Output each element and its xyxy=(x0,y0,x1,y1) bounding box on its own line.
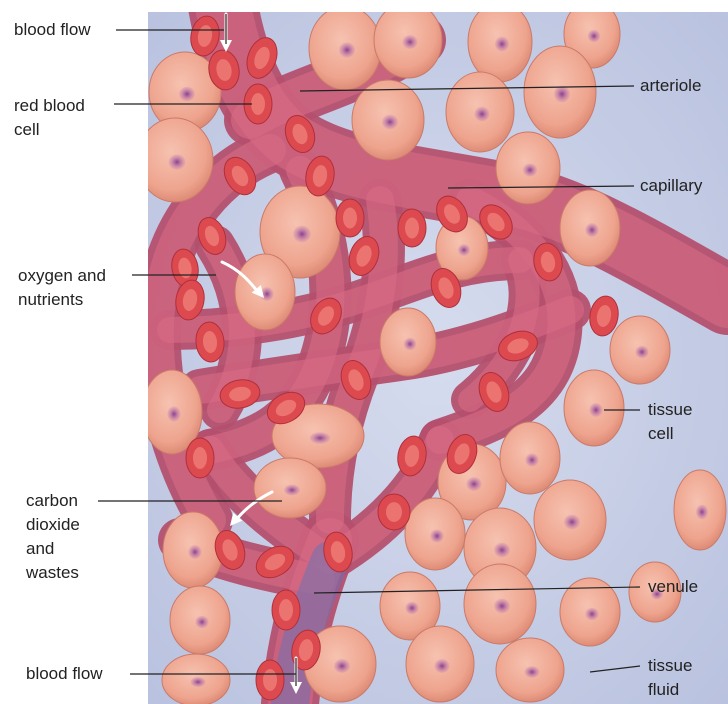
nucleus xyxy=(430,530,443,543)
tissue-cell xyxy=(254,458,326,518)
nucleus xyxy=(585,223,598,237)
nucleus xyxy=(589,403,602,417)
nucleus xyxy=(525,666,540,678)
nucleus xyxy=(523,164,537,177)
tissue-cell xyxy=(309,6,381,90)
tissue-cell xyxy=(374,2,442,78)
label-red-blood-cell: red blood cell xyxy=(14,94,85,142)
nucleus xyxy=(467,477,482,491)
tissue-cell xyxy=(610,316,670,384)
tissue-cell xyxy=(446,72,514,152)
nucleus xyxy=(167,406,180,421)
red-blood-cell xyxy=(398,209,426,247)
red-blood-cell xyxy=(272,590,300,630)
tissue-cell xyxy=(163,512,223,588)
nucleus xyxy=(696,505,708,519)
tissue-cell xyxy=(564,370,624,446)
nucleus xyxy=(284,485,300,496)
nucleus xyxy=(293,226,311,243)
nucleus xyxy=(564,515,580,529)
tissue-cell xyxy=(137,118,213,202)
tissue-cell xyxy=(560,190,620,266)
nucleus xyxy=(635,346,648,358)
nucleus xyxy=(195,616,208,628)
nucleus xyxy=(458,244,470,256)
label-tissue-fluid: tissue fluid xyxy=(648,654,692,702)
nucleus xyxy=(494,599,510,613)
nucleus xyxy=(310,432,330,444)
nucleus xyxy=(191,677,206,687)
nucleus xyxy=(404,338,416,350)
tissue-cell xyxy=(380,308,436,376)
nucleus xyxy=(403,35,418,49)
nucleus xyxy=(525,454,538,467)
nucleus xyxy=(435,659,450,673)
tissue-cell xyxy=(524,46,596,138)
red-blood-cell xyxy=(336,199,364,237)
nucleus xyxy=(382,115,398,129)
tissue-cell xyxy=(496,132,560,204)
label-venule: venule xyxy=(648,575,698,599)
tissue-cell xyxy=(464,564,536,644)
tissue-cell xyxy=(352,80,424,160)
label-blood-flow-top: blood flow xyxy=(14,18,91,42)
tissue-cell xyxy=(496,638,564,702)
tissue-cell xyxy=(170,586,230,654)
tissue-cell xyxy=(468,2,532,82)
label-tissue-cell: tissue cell xyxy=(648,398,692,446)
tissue-cell xyxy=(235,254,295,330)
red-blood-cell xyxy=(378,494,410,530)
nucleus xyxy=(169,154,186,169)
tissue-cell xyxy=(406,626,474,702)
tissue-cell xyxy=(405,498,465,570)
nucleus xyxy=(188,545,201,559)
tissue-cell xyxy=(534,480,606,560)
nucleus xyxy=(495,37,509,51)
tissue-cell xyxy=(162,654,230,704)
label-carbon-dioxide-wastes: carbon dioxide and wastes xyxy=(26,489,80,585)
label-arteriole: arteriole xyxy=(640,74,701,98)
nucleus xyxy=(475,107,490,121)
red-blood-cell xyxy=(256,660,284,700)
nucleus xyxy=(179,87,195,101)
illustration-panel xyxy=(137,0,728,704)
label-capillary: capillary xyxy=(640,174,702,198)
nucleus xyxy=(405,602,418,614)
nucleus xyxy=(494,543,510,557)
label-oxygen-nutrients: oxygen and nutrients xyxy=(18,264,106,312)
red-blood-cell xyxy=(186,438,214,478)
nucleus xyxy=(588,30,600,42)
nucleus xyxy=(339,42,355,57)
tissue-cell xyxy=(674,470,726,550)
nucleus xyxy=(585,608,598,620)
nucleus xyxy=(334,659,350,673)
tissue-cell xyxy=(500,422,560,494)
nucleus xyxy=(554,86,570,103)
label-blood-flow-bottom: blood flow xyxy=(26,662,103,686)
